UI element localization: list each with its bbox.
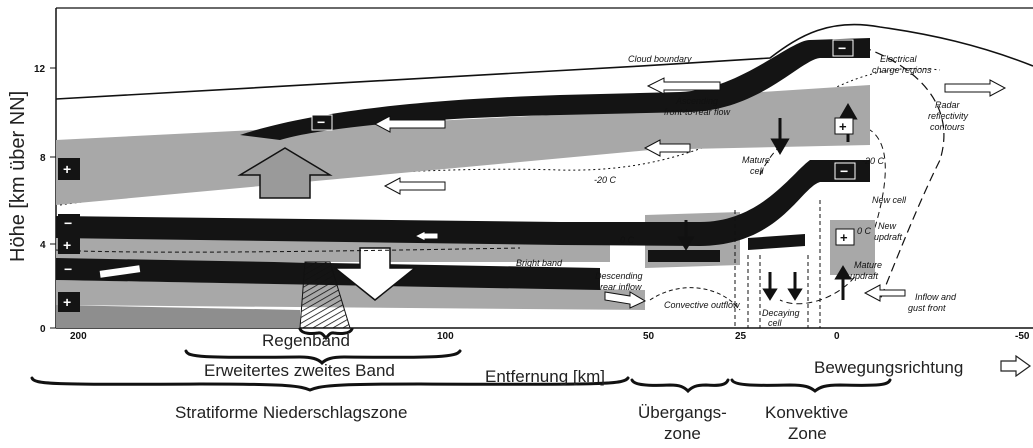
- label-temp-right: -20 C: [862, 156, 885, 166]
- x-axis-label: Entfernung [km]: [485, 367, 605, 386]
- caption-direction: Bewegungsrichtung: [814, 358, 963, 377]
- caption-konvektiv-1: Konvektive: [765, 403, 848, 422]
- black-cell-center: [648, 250, 720, 262]
- label-zero-c-mid: 0 C: [620, 235, 635, 245]
- label-mature-cell-1: Mature: [742, 155, 770, 165]
- gray-band-bottom-left: [56, 305, 300, 328]
- label-cloud-boundary: Cloud boundary: [628, 54, 692, 64]
- brace-konvektiv: [732, 380, 890, 391]
- caption-stratiform: Stratiforme Niederschlagszone: [175, 403, 407, 422]
- label-decaying-1: Decaying: [762, 308, 800, 318]
- charge-plus-2: +: [63, 237, 71, 253]
- label-ascending-1: Ascending: [675, 96, 718, 106]
- y-tick-12: 12: [34, 64, 46, 75]
- x-tick-25: 25: [735, 331, 747, 342]
- direction-arrow-icon: [1001, 356, 1030, 376]
- x-tick-50: 50: [643, 331, 655, 342]
- charge-minus-5: −: [840, 163, 848, 179]
- y-axis-label: Höhe [km über NN]: [7, 91, 29, 262]
- label-inflow-2: gust front: [908, 303, 946, 313]
- label-inflow-1: Inflow and: [915, 292, 957, 302]
- y-tick-8: 8: [40, 153, 46, 164]
- label-electrical-1: Electrical: [880, 54, 918, 64]
- braces: [32, 329, 890, 391]
- charge-minus-4: −: [838, 40, 846, 56]
- brace-uebergang: [632, 380, 728, 391]
- label-zero-c-right: 0 C: [857, 226, 872, 236]
- black-cell-right: [748, 234, 805, 250]
- label-descending-1: Descending: [595, 271, 643, 281]
- label-new-updraft-1: New: [878, 221, 897, 231]
- flow-arrow-4: [385, 178, 445, 194]
- label-radar-1: Radar: [935, 100, 961, 110]
- caption-uebergang-1: Übergangs-: [638, 403, 727, 422]
- label-electrical-2: charge regions: [872, 65, 932, 75]
- label-radar-2: reflectivity: [928, 111, 969, 121]
- label-radar-3: contours: [930, 122, 965, 132]
- gust-front-arrow: [865, 285, 905, 301]
- charge-minus-3: −: [317, 114, 325, 130]
- caption-uebergang-2: zone: [664, 424, 701, 443]
- charge-minus-2: −: [64, 261, 72, 277]
- outflow-arrow-right: [945, 80, 1005, 96]
- charge-plus-3: +: [63, 294, 71, 310]
- label-convective-outflow: Convective outflow: [664, 300, 740, 310]
- label-temp-left: -20 C: [594, 175, 617, 185]
- label-bright-band: Bright band: [516, 258, 563, 268]
- x-tick-100: 100: [437, 331, 454, 342]
- charge-minus-1: −: [64, 215, 72, 231]
- label-decaying-2: cell: [768, 318, 783, 328]
- label-descending-2: rear inflow: [600, 282, 642, 292]
- label-mature-cell-2: cell: [750, 166, 765, 176]
- charge-plus-1: +: [63, 161, 71, 177]
- label-new-cell: New cell: [872, 195, 907, 205]
- caption-erweitertes: Erweitertes zweites Band: [204, 361, 395, 380]
- label-ascending-2: front-to-rear flow: [664, 107, 731, 117]
- y-axis: 0 4 8 12 Höhe [km über NN]: [7, 8, 56, 335]
- x-tick-0: 0: [834, 331, 840, 342]
- y-tick-0: 0: [40, 324, 46, 335]
- caption-konvektiv-2: Zone: [788, 424, 827, 443]
- charge-plus-4: +: [839, 119, 847, 134]
- label-mature-updraft-1: Mature: [854, 260, 882, 270]
- charge-plus-5: +: [840, 230, 848, 245]
- x-axis-ticks: 200 100 50 25 0 -50: [70, 331, 1030, 342]
- y-tick-4: 4: [40, 240, 46, 251]
- label-new-updraft-2: updraft: [874, 232, 903, 242]
- x-tick-minus50: -50: [1015, 331, 1030, 342]
- caption-regenband: Regenband: [262, 331, 350, 350]
- label-mature-updraft-2: updraft: [850, 271, 879, 281]
- x-tick-200: 200: [70, 331, 87, 342]
